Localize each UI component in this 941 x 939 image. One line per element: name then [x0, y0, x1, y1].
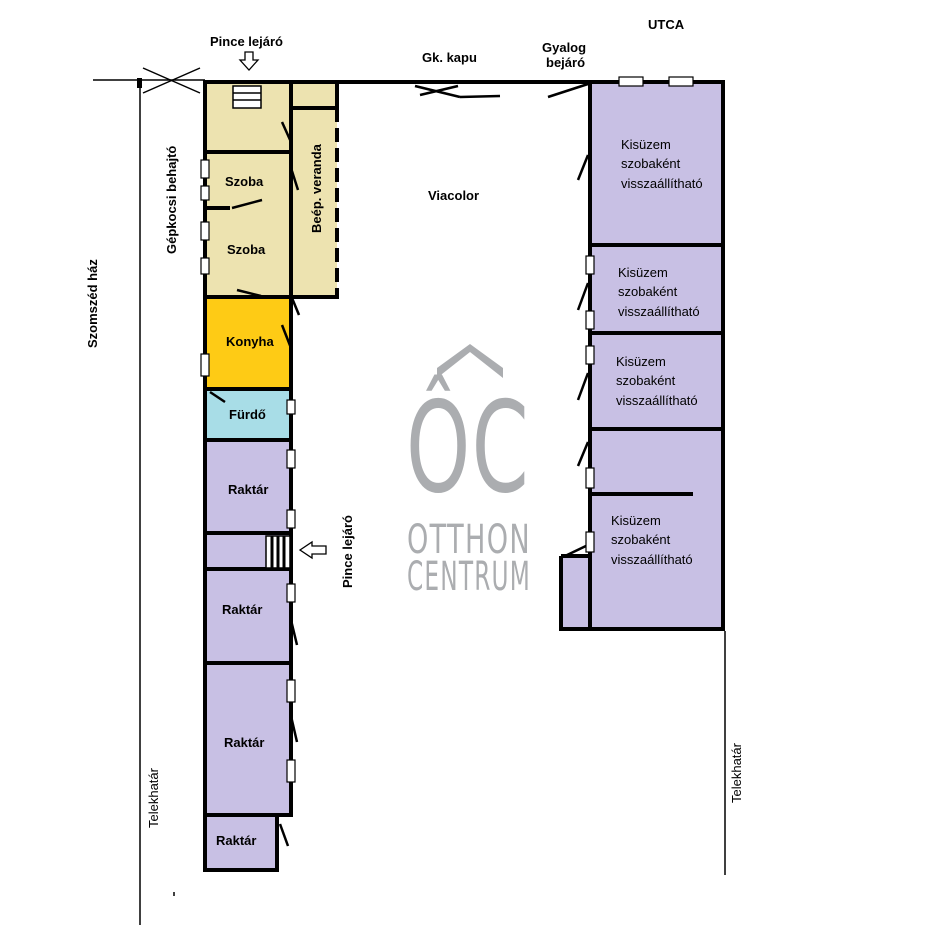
- room-raktar-1: [205, 440, 291, 533]
- label-kisuzem-4-line3: visszaállítható: [611, 552, 693, 567]
- room-kisuzem-4: [590, 429, 723, 629]
- label-szoba-1: Szoba: [225, 174, 264, 189]
- label-pince-side: Pince lejáró: [340, 515, 355, 588]
- label-raktar-1: Raktár: [228, 482, 268, 497]
- room-kisuzem-2: [590, 245, 723, 333]
- room-raktar-3: [205, 663, 291, 815]
- watermark-line-2: CENTRUM: [407, 554, 531, 600]
- label-konyha: Konyha: [226, 334, 274, 349]
- label-kisuzem-1-line3: visszaállítható: [621, 176, 703, 191]
- doors: [209, 82, 590, 847]
- label-szoba-2: Szoba: [227, 242, 266, 257]
- label-gk-kapu: Gk. kapu: [422, 50, 477, 65]
- label-kisuzem-4-line1: Kisüzem: [611, 513, 661, 528]
- room-konyha: [205, 297, 291, 389]
- label-furdo: Fürdő: [229, 407, 266, 422]
- label-bejaro: bejáró: [546, 55, 585, 70]
- label-raktar-2: Raktár: [222, 602, 262, 617]
- label-kisuzem-3-line2: szobaként: [616, 373, 676, 388]
- label-raktar-4: Raktár: [216, 833, 256, 848]
- room-kisuzem-3: [590, 333, 723, 429]
- watermark-line-1: OTTHON: [407, 517, 531, 563]
- label-szomszed: Szomszéd ház: [85, 259, 100, 348]
- staircase-side: [265, 535, 291, 569]
- property-lines: [93, 67, 726, 925]
- label-pince-top: Pince lejáró: [210, 34, 283, 49]
- watermark-logo: ÔC OTTHON CENTRUM: [406, 344, 531, 600]
- label-telekhatar-right: Telekhatár: [729, 742, 744, 803]
- room-fills: [205, 82, 723, 870]
- room-top-small: [291, 82, 337, 108]
- watermark-mark: ÔC: [406, 373, 530, 521]
- label-kisuzem-2-line3: visszaállítható: [618, 304, 700, 319]
- room-szoba-1: [205, 152, 291, 208]
- label-veranda: Beép. veranda: [309, 143, 324, 233]
- arrow-down-icon: [238, 51, 260, 71]
- label-kisuzem-2-line2: szobaként: [618, 284, 678, 299]
- room-raktar-2: [205, 569, 291, 663]
- label-kisuzem-1-line2: szobaként: [621, 156, 681, 171]
- label-viacolor: Viacolor: [428, 188, 479, 203]
- label-utca: UTCA: [648, 17, 685, 32]
- room-szoba-2: [205, 208, 291, 297]
- label-kisuzem-3-line3: visszaállítható: [616, 393, 698, 408]
- staircase-top: [232, 85, 262, 109]
- arrow-left-icon: [298, 540, 327, 560]
- label-kisuzem-2-line1: Kisüzem: [618, 265, 668, 280]
- label-gepkocsi: Gépkocsi behajtó: [164, 146, 179, 254]
- label-gyalog: Gyalog: [542, 40, 586, 55]
- label-telekhatar-left: Telekhatár: [146, 767, 161, 828]
- room-annex: [561, 556, 590, 629]
- room-veranda: [291, 108, 337, 297]
- windows: [200, 76, 694, 783]
- label-kisuzem-3-line1: Kisüzem: [616, 354, 666, 369]
- room-kisuzem-1: [590, 82, 723, 245]
- labels: Pince lejáró Gk. kapu Gyalog bejáró UTCA…: [85, 17, 744, 848]
- room-raktar-4: [205, 815, 277, 870]
- label-kisuzem-4-line2: szobaként: [611, 532, 671, 547]
- label-kisuzem-1-line1: Kisüzem: [621, 137, 671, 152]
- label-raktar-3: Raktár: [224, 735, 264, 750]
